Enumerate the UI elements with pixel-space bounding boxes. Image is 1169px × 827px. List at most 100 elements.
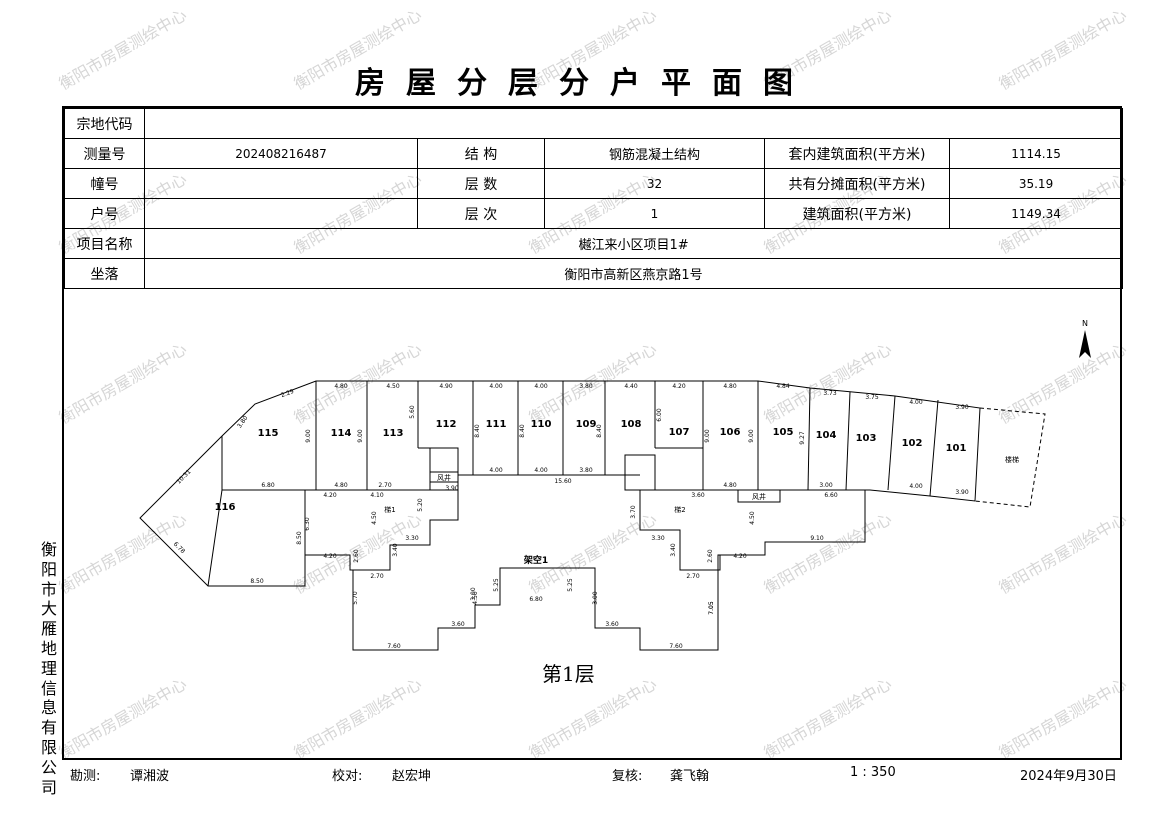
dimension-label: 3.00 xyxy=(819,482,833,489)
dimension-label: 4.40 xyxy=(624,383,638,390)
dimension-label: 3.80 xyxy=(236,415,250,430)
room-number: 104 xyxy=(816,430,837,441)
room-number: 101 xyxy=(946,443,967,454)
dimension-label: 3.90 xyxy=(955,489,969,496)
unit-label: 户号 xyxy=(64,198,145,229)
info-table: 宗地代码 测量号 202408216487 结 构 钢筋混凝土结构 套内建筑面积… xyxy=(64,108,1124,289)
dimension-label: 4.80 xyxy=(723,383,737,390)
building-outline xyxy=(139,380,981,651)
table-row: 项目名称 樾江来小区项目1# xyxy=(64,228,1124,259)
dimension-label: 8.40 xyxy=(519,424,526,438)
room-number: 109 xyxy=(576,419,597,430)
checker-name: 赵宏坤 xyxy=(392,769,432,784)
structure-label: 结 构 xyxy=(417,138,545,169)
dimension-label: 3.30 xyxy=(405,535,419,542)
dimension-label: 9.00 xyxy=(748,429,755,443)
room-number: 103 xyxy=(856,433,877,444)
dimension-label: 10.31 xyxy=(175,468,192,485)
shaft-label: 风井 xyxy=(437,473,451,482)
dimension-label: 4.20 xyxy=(733,553,747,560)
dimension-label: 3.40 xyxy=(392,543,399,557)
inner-area-label: 套内建筑面积(平方米) xyxy=(764,138,950,169)
table-row: 宗地代码 xyxy=(64,108,1124,139)
dimension-label: 6.30 xyxy=(304,517,311,531)
zongdi-value xyxy=(143,108,1124,139)
dimension-label: 9.27 xyxy=(799,431,806,445)
north-label: N xyxy=(1082,319,1088,328)
dimension-label: 3.75 xyxy=(865,394,879,401)
dimension-label: 4.00 xyxy=(534,467,548,474)
dimension-label: 3.60 xyxy=(691,492,705,499)
dimension-label: 4.80 xyxy=(334,482,348,489)
table-row: 户号 层 次 1 建筑面积(平方米) 1149.34 xyxy=(64,198,1124,229)
build-area-label: 建筑面积(平方米) xyxy=(764,198,950,229)
stair-label: 梯1 xyxy=(384,505,395,514)
dimension-label: 6.78 xyxy=(172,541,187,556)
dimension-label: 3.90 xyxy=(445,485,459,492)
dimension-label: 4.20 xyxy=(323,492,337,499)
room-number: 113 xyxy=(383,428,404,439)
dimension-label: 4.00 xyxy=(909,399,923,406)
dimension-label: 9.00 xyxy=(704,429,711,443)
dimension-label: 7.05 xyxy=(708,601,715,615)
stair-core-right xyxy=(639,490,766,571)
table-row: 测量号 202408216487 结 构 钢筋混凝土结构 套内建筑面积(平方米)… xyxy=(64,138,1124,169)
dimension-label: 6.60 xyxy=(824,492,838,499)
dimension-label: 5.25 xyxy=(567,578,574,592)
document-frame: 宗地代码 测量号 202408216487 结 构 钢筋混凝土结构 套内建筑面积… xyxy=(62,106,1124,760)
room-number: 107 xyxy=(669,427,690,438)
scale-text: 1 : 350 xyxy=(850,765,896,780)
unit-value xyxy=(144,198,418,229)
dimension-label: 9.10 xyxy=(810,535,824,542)
dimension-label: 5.70 xyxy=(352,591,359,605)
dimension-label: 3.00 xyxy=(592,591,599,605)
dimension-label: 4.00 xyxy=(489,383,503,390)
stair-core-left xyxy=(304,490,459,571)
table-row: 坐落 衡阳市高新区燕京路1号 xyxy=(64,258,1124,289)
build-area-value: 1149.34 xyxy=(948,198,1124,229)
room-number: 102 xyxy=(902,438,923,449)
dimension-label: 3.80 xyxy=(579,383,593,390)
dimension-label: 3.70 xyxy=(630,505,637,519)
dimension-label: 4.80 xyxy=(723,482,737,489)
page-title: 房屋分层分户平面图 xyxy=(355,66,814,101)
dimension-label: 2.60 xyxy=(353,549,360,563)
date-text: 2024年9月30日 xyxy=(1020,769,1117,784)
floor-label: 层 次 xyxy=(417,198,545,229)
dimension-label: 4.50 xyxy=(472,591,479,605)
room-number: 108 xyxy=(621,419,642,430)
room-number: 114 xyxy=(331,428,352,439)
structure-value: 钢筋混凝土结构 xyxy=(544,138,765,169)
room-number: 115 xyxy=(258,428,279,439)
room-number: 110 xyxy=(531,419,552,430)
dimension-label: 2.60 xyxy=(707,549,714,563)
dimension-label: 4.00 xyxy=(909,483,923,490)
dimension-label: 2.70 xyxy=(370,573,384,580)
dimension-label: 3.40 xyxy=(670,543,677,557)
dimension-label: 4.20 xyxy=(672,383,686,390)
dimension-label: 4.90 xyxy=(439,383,453,390)
table-row: 幢号 层 数 32 共有分摊面积(平方米) 35.19 xyxy=(64,168,1124,199)
room-number: 105 xyxy=(773,427,794,438)
dimension-label: 2.29 xyxy=(280,388,295,399)
location-label: 坐落 xyxy=(64,258,145,289)
room-number: 116 xyxy=(215,502,236,513)
dimension-label: 6.80 xyxy=(529,596,543,603)
dimension-label: 6.00 xyxy=(656,408,663,422)
stair-label: 梯2 xyxy=(674,505,685,514)
dimension-label: 8.50 xyxy=(296,531,303,545)
dimension-label: 4.50 xyxy=(386,383,400,390)
building-value xyxy=(144,168,418,199)
dimension-label: 15.60 xyxy=(554,478,571,485)
floor-number-label: 第1层 xyxy=(542,662,595,686)
dimension-label: 3.00 xyxy=(470,587,477,601)
dimension-label: 3.30 xyxy=(651,535,665,542)
zongdi-label: 宗地代码 xyxy=(64,108,145,139)
dimension-label: 4.10 xyxy=(370,492,384,499)
shared-area-value: 35.19 xyxy=(948,168,1124,199)
dimension-label: 5.60 xyxy=(409,405,416,419)
dimension-label: 4.84 xyxy=(776,383,790,390)
dimension-label: 4.50 xyxy=(749,511,756,525)
dimension-label: 4.20 xyxy=(323,553,337,560)
dimension-label: 9.00 xyxy=(305,429,312,443)
